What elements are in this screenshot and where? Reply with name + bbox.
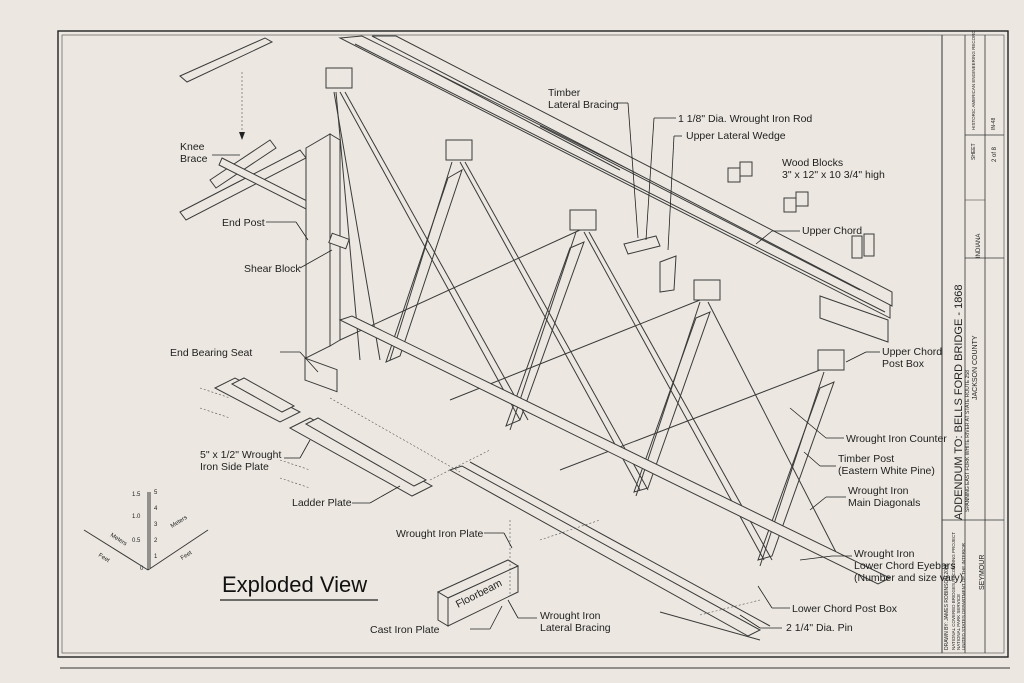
label-cast-iron-plate: Cast Iron Plate — [370, 624, 440, 636]
scale-ft-tick-4: 4 — [154, 506, 158, 512]
scale-feet-right: Feet — [180, 550, 194, 562]
drawing-title: Exploded View — [222, 572, 367, 597]
sheet-number: 2 of 8 — [992, 146, 998, 162]
wood-blocks — [623, 161, 875, 293]
end-post-assembly — [179, 72, 350, 359]
agency-name: NATIONAL PARK SERVICE — [956, 594, 961, 650]
scale-m-tick-0: 0 — [140, 566, 144, 572]
title-block: ADDENDUM TO: BELLS FORD BRIDGE - 1868 SP… — [941, 30, 1004, 653]
floorbeam: Floorbeam — [436, 520, 520, 627]
scale-ft-tick-1: 1 — [154, 554, 158, 560]
scale-feet-left: Feet — [97, 553, 111, 565]
label-wi-counter: Wrought Iron Counter — [846, 433, 947, 445]
lower-chord — [329, 315, 892, 641]
title-state: INDIANA — [976, 234, 982, 258]
scale-meters-left: Meters — [109, 533, 128, 548]
scale-m-tick-3: 1.5 — [132, 492, 141, 498]
label-upper-chord: Upper Chord — [802, 225, 862, 237]
label-ladder-plate: Ladder Plate — [292, 497, 352, 509]
label-pin: 2 1/4" Dia. Pin — [786, 622, 853, 634]
label-wrought-iron-plate: Wrought Iron Plate — [396, 528, 484, 540]
scale-ft-tick-5: 5 — [154, 490, 158, 496]
label-end-bearing-seat: End Bearing Seat — [170, 347, 252, 359]
label-timber-post: Timber Post(Eastern White Pine) — [838, 453, 935, 477]
leader-lines — [212, 102, 880, 630]
upper-chord-post-boxes — [325, 67, 845, 371]
label-shear-block: Shear Block — [244, 263, 301, 275]
upper-chord-beams — [179, 35, 893, 343]
inner-border — [61, 34, 1005, 654]
scale-m-tick-2: 1.0 — [132, 514, 141, 520]
outer-border — [57, 30, 1009, 658]
label-end-post: End Post — [222, 217, 265, 229]
title-county: JACKSON COUNTY — [972, 335, 979, 400]
title-location: SPANNING EAST FORK WHITE RIVER AT STATE … — [965, 370, 971, 512]
sheet-label: SHEET — [971, 143, 977, 160]
department-name: UNITED STATES DEPARTMENT OF THE INTERIOR — [961, 542, 966, 650]
scale-ft-tick-2: 2 — [154, 538, 158, 544]
label-rod: 1 1/8" Dia. Wrought Iron Rod — [678, 113, 812, 125]
scale-ft-tick-3: 3 — [154, 522, 158, 528]
survey-label: HISTORIC AMERICAN ENGINEERING RECORD — [971, 30, 976, 130]
title-city: SEYMOUR — [979, 555, 986, 590]
bolts — [199, 387, 761, 616]
scale-m-tick-1: 0.5 — [132, 538, 141, 544]
iron-rods — [333, 91, 841, 567]
scale-key: 1.5 1.0 0.5 0 5 4 3 2 1 Meters Meters Fe… — [83, 490, 209, 572]
program-name: NATIONAL COVERED BRIDGES RECORDING PROJE… — [951, 532, 956, 650]
survey-number: IN-48 — [991, 118, 997, 130]
scale-meters-right: Meters — [170, 515, 189, 530]
drawn-by: DRAWN BY: JAMES ROBINSON 2006 — [944, 563, 950, 650]
label-upper-lateral-wedge: Upper Lateral Wedge — [686, 130, 786, 142]
label-lower-chord-post-box: Lower Chord Post Box — [792, 603, 898, 615]
title-main: ADDENDUM TO: BELLS FORD BRIDGE - 1868 — [953, 284, 965, 520]
bottom-plates — [213, 357, 434, 497]
